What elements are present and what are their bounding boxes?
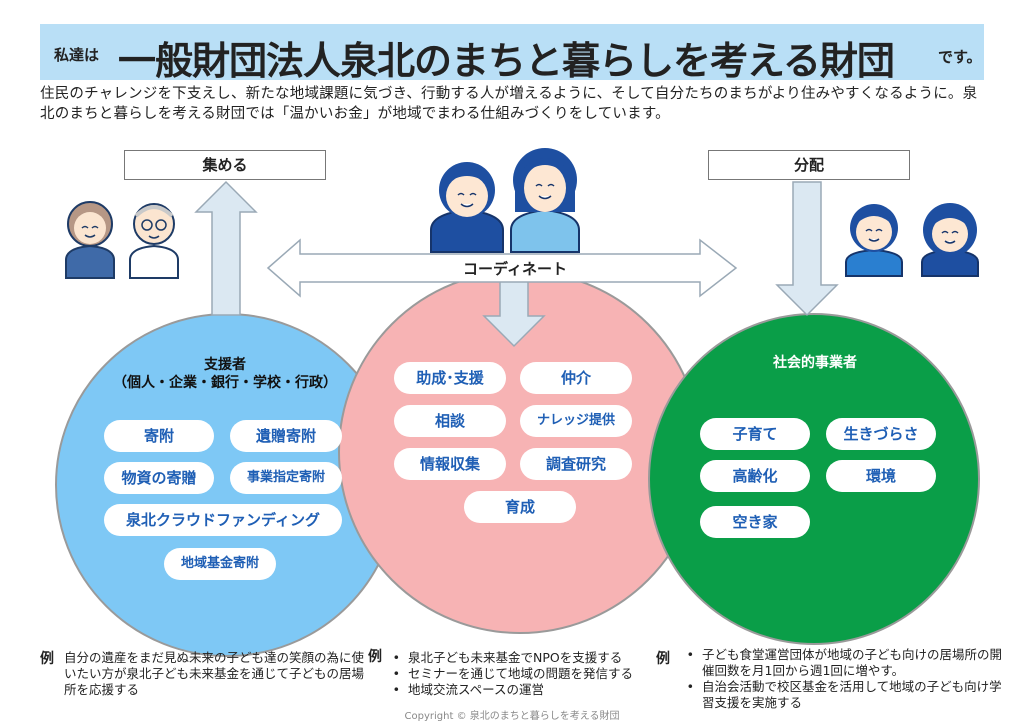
hardship-pill: 生きづらさ <box>826 418 936 450</box>
banner-prefix: 私達は <box>54 46 100 64</box>
bequest-donation-pill: 遺贈寄附 <box>230 420 342 452</box>
young-person-icon <box>430 162 504 253</box>
example-right-list: 子ども食堂運営団体が地域の子ども向けの居場所の開催回数を月1回から週1回に増やす… <box>688 647 1002 711</box>
distribute-arrow <box>775 181 839 317</box>
coordinators-illustration <box>430 148 580 253</box>
community-fund-donation-pill: 地域基金寄附 <box>164 548 276 580</box>
example-middle-item: 地域交流スペースの運営 <box>408 682 678 698</box>
coordinate-arrow <box>266 238 738 298</box>
crowdfunding-pill: 泉北クラウドファンディング <box>104 504 342 536</box>
training-pill: 育成 <box>464 491 576 523</box>
collect-label: 集める <box>124 150 326 180</box>
example-left: 自分の遺産をまだ見ぬ未来の子ども達の笑顔の為に使いたい方が泉北子ども未来基金を通… <box>64 650 365 697</box>
example-middle-item: 泉北子ども未来基金でNPOを支援する <box>408 650 678 666</box>
coordinate-label: コーディネート <box>463 260 567 278</box>
example-right-item: 子ども食堂運営団体が地域の子ども向けの居場所の開催回数を月1回から週1回に増やす… <box>702 647 1002 679</box>
center-down-arrow <box>482 275 546 348</box>
vacant-house-pill: 空き家 <box>700 506 810 538</box>
example-mark-left: 例 <box>40 651 54 667</box>
copyright-text: Copyright © 泉北のまちと暮らしを考える財団 <box>404 711 620 722</box>
collect-arrow <box>194 180 258 316</box>
example-mark-middle: 例 <box>368 649 382 665</box>
knowledge-sharing-pill: ナレッジ提供 <box>520 405 632 437</box>
example-mark-right: 例 <box>656 651 670 667</box>
elderly-woman-icon <box>65 201 115 279</box>
example-middle-item: セミナーを通じて地域の問題を発信する <box>408 666 678 682</box>
information-gathering-pill: 情報収集 <box>394 448 506 480</box>
consultation-pill: 相談 <box>394 405 506 437</box>
girl-icon <box>921 203 979 277</box>
goods-donation-pill: 物資の寄贈 <box>104 462 214 494</box>
supporters-title-sub: （個人・企業・銀行・学校・行政） <box>113 375 337 391</box>
example-right-item: 自治会活動で校区基金を活用して地域の子ども向け学習支援を実施する <box>702 679 1002 711</box>
environment-pill: 環境 <box>826 460 936 492</box>
grant-support-pill: 助成･支援 <box>394 362 506 394</box>
research-pill: 調査研究 <box>520 448 632 480</box>
supporters-title-main: 支援者 <box>204 357 246 373</box>
donation-pill: 寄附 <box>104 420 214 452</box>
designated-donation-pill: 事業指定寄附 <box>230 462 342 494</box>
aging-pill: 高齢化 <box>700 460 810 492</box>
banner-suffix: です。 <box>938 48 982 66</box>
childcare-pill: 子育て <box>700 418 810 450</box>
boy-icon <box>845 204 903 277</box>
supporters-title: 支援者 （個人・企業・銀行・学校・行政） <box>90 356 360 392</box>
woman-icon <box>510 148 580 253</box>
intro-text: 住民のチャレンジを下支えし、新たな地域課題に気づき、行動する人が増えるように、そ… <box>40 86 978 122</box>
title-banner: 私達は 一般財団法人泉北のまちと暮らしを考える財団 です。 <box>40 24 984 83</box>
distribute-label: 分配 <box>708 150 910 180</box>
mediation-pill: 仲介 <box>520 362 632 394</box>
social-enterprise-title: 社会的事業者 <box>773 355 857 371</box>
example-middle-list: 泉北子ども未来基金でNPOを支援する セミナーを通じて地域の問題を発信する 地域… <box>394 650 678 698</box>
children-illustration <box>845 203 979 277</box>
page-title: 一般財団法人泉北のまちと暮らしを考える財団 <box>118 39 895 83</box>
elderly-man-icon <box>129 203 179 279</box>
elderly-couple-illustration <box>65 201 179 279</box>
